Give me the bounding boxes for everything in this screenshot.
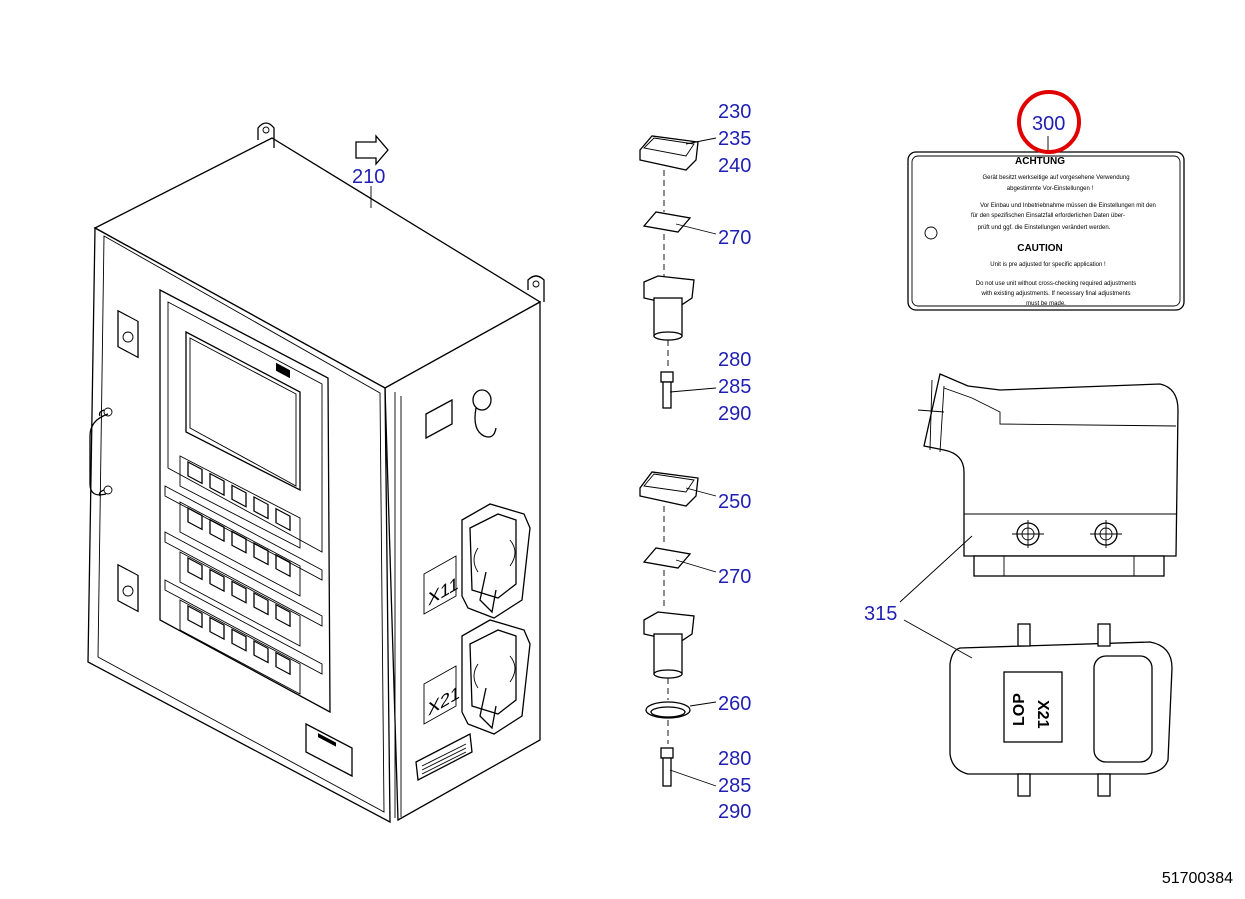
ventilation-grille — [415, 732, 473, 782]
callout-260[interactable]: 260 — [718, 693, 751, 715]
connector-hood: X21 LOP — [899, 373, 1179, 797]
display-screen — [185, 330, 301, 492]
keypad-row-3 — [179, 551, 301, 647]
door-nameplate — [305, 722, 353, 778]
door-lock-upper — [117, 309, 139, 359]
connector-cover-top: X21 LOP — [949, 623, 1173, 797]
callout-300[interactable]: 300 — [1032, 113, 1065, 135]
plate-line-de-1: Gerät besitzt werkseitige auf vorgesehen… — [982, 175, 1129, 181]
hood-screw-1 — [1012, 520, 1044, 548]
pin-part-a — [660, 371, 717, 409]
control-cabinet: X11 X21 — [87, 122, 545, 824]
cover-label-x21: X21 — [1034, 700, 1051, 729]
parts-column — [639, 135, 717, 787]
plate-heading-en: CAUTION — [1017, 243, 1063, 254]
diagram-number: 51700384 — [1161, 870, 1233, 887]
plate-line-de-3: Vor Einbau und Inbetriebnahme müssen die… — [980, 203, 1156, 209]
lifting-eye-right — [527, 275, 545, 302]
side-label-blank — [425, 398, 453, 440]
plate-line-de-5: prüft und ggf. die Einstellungen verände… — [978, 225, 1111, 231]
plug-body-b — [643, 611, 695, 679]
callout-280-upper[interactable]: 280 — [718, 349, 751, 371]
plate-line-de-4: für den spezifischen Einsatzfall erforde… — [971, 213, 1125, 219]
cap-part-b — [639, 471, 717, 507]
callout-290-upper[interactable]: 290 — [718, 403, 751, 425]
gasket-part-b — [642, 547, 717, 573]
lifting-eye-top — [257, 122, 275, 148]
operator-panel — [159, 288, 331, 714]
callout-270-lower[interactable]: 270 — [718, 566, 751, 588]
callout-250[interactable]: 250 — [718, 491, 751, 513]
callout-235[interactable]: 235 — [718, 128, 751, 150]
callout-285-lower[interactable]: 285 — [718, 775, 751, 797]
callout-290-lower[interactable]: 290 — [718, 801, 751, 823]
cap-part — [639, 135, 717, 171]
callout-230[interactable]: 230 — [718, 101, 751, 123]
pin-part-b — [660, 747, 717, 787]
view-arrow-icon — [355, 134, 389, 166]
plate-heading-de: ACHTUNG — [1015, 156, 1065, 167]
callout-210[interactable]: 210 — [352, 166, 385, 188]
plate-line-en-4: must be made. — [1026, 301, 1066, 307]
keypad-row-2 — [179, 501, 301, 597]
warning-plate: ACHTUNG Gerät besitzt werkseitige auf vo… — [907, 136, 1185, 311]
callout-270-upper[interactable]: 270 — [718, 227, 751, 249]
cable-gland — [472, 389, 497, 438]
keypad-row-1 — [179, 455, 301, 549]
plate-line-en-1: Unit is pre adjusted for specific applic… — [990, 262, 1106, 268]
callout-240[interactable]: 240 — [718, 155, 751, 177]
plug-body-a — [643, 275, 695, 341]
hood-screw-2 — [1090, 520, 1122, 548]
o-ring-part — [645, 701, 717, 719]
plate-line-de-2: abgestimmte Vor-Einstellungen ! — [1007, 186, 1094, 192]
highlight-circle — [1017, 90, 1081, 154]
callout-285-upper[interactable]: 285 — [718, 376, 751, 398]
callout-315[interactable]: 315 — [864, 603, 897, 625]
callout-280-lower[interactable]: 280 — [718, 748, 751, 770]
door-handle — [89, 407, 113, 497]
keypad-row-4 — [179, 599, 301, 695]
door-lock-lower — [117, 563, 139, 613]
plate-line-en-3: with existing adjustments. If necessary … — [980, 291, 1130, 297]
plate-line-en-2: Do not use unit without cross-checking r… — [976, 281, 1136, 287]
cover-label-lop: LOP — [1011, 693, 1028, 726]
gasket-part-a — [642, 211, 717, 235]
